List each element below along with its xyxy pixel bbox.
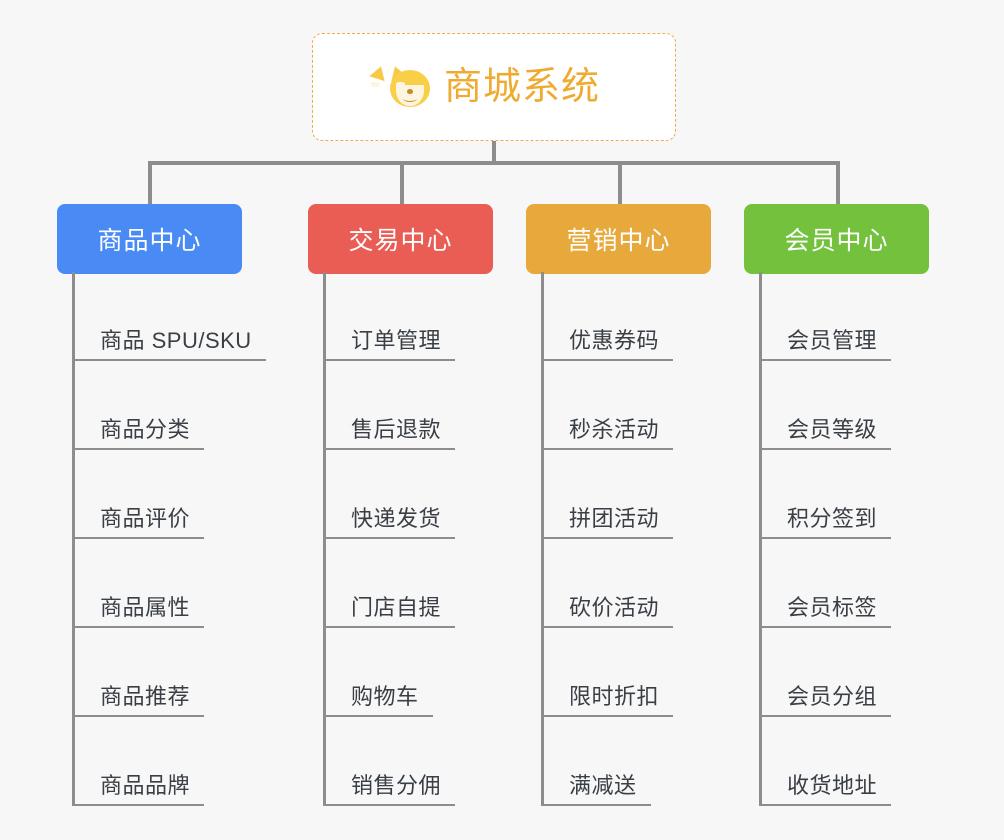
connector-bus bbox=[148, 161, 840, 165]
branch-spine-3 bbox=[759, 272, 762, 806]
connector-drop-4 bbox=[836, 161, 840, 204]
leaf-label: 砍价活动 bbox=[569, 594, 660, 620]
branch-header-label-3: 会员中心 bbox=[784, 227, 889, 255]
leaf-item[interactable]: 拼团活动 bbox=[541, 450, 674, 539]
leaf-item[interactable]: 满减送 bbox=[541, 717, 651, 806]
leaf-label: 收货地址 bbox=[787, 772, 878, 798]
leaf-item[interactable]: 积分签到 bbox=[759, 450, 892, 539]
leaf-item[interactable]: 秒杀活动 bbox=[541, 361, 674, 450]
leaf-item[interactable]: 会员等级 bbox=[759, 361, 892, 450]
leaf-label: 商品推荐 bbox=[100, 683, 191, 709]
connector-drop-1 bbox=[148, 161, 152, 204]
branch-spine-0 bbox=[72, 272, 75, 806]
leaf-label: 门店自提 bbox=[351, 594, 442, 620]
leaf-item[interactable]: 会员标签 bbox=[759, 539, 892, 628]
connector-root-stem bbox=[492, 141, 496, 163]
leaf-item[interactable]: 商品分类 bbox=[72, 361, 205, 450]
leaf-label: 售后退款 bbox=[351, 416, 442, 442]
leaf-label: 商品属性 bbox=[100, 594, 191, 620]
leaf-label: 满减送 bbox=[569, 772, 637, 798]
leaf-item[interactable]: 商品 SPU/SKU bbox=[72, 272, 266, 361]
shiba-dog-face-icon bbox=[369, 63, 432, 109]
leaf-item[interactable]: 商品推荐 bbox=[72, 628, 205, 717]
branch-spine-2 bbox=[541, 272, 544, 806]
branch-header-1[interactable]: 交易中心 bbox=[308, 204, 493, 274]
leaf-label: 商品评价 bbox=[100, 505, 191, 531]
leaf-label: 会员等级 bbox=[787, 416, 878, 442]
leaf-label: 商品 SPU/SKU bbox=[100, 327, 252, 353]
leaf-label: 拼团活动 bbox=[569, 505, 660, 531]
leaf-label: 商品品牌 bbox=[100, 772, 191, 798]
branch-header-label-2: 营销中心 bbox=[566, 227, 671, 255]
leaf-item[interactable]: 收货地址 bbox=[759, 717, 892, 806]
root-node-shopping-mall-system[interactable]: 商城系统 bbox=[312, 33, 676, 141]
branch-header-label-0: 商品中心 bbox=[97, 227, 202, 255]
leaf-label: 订单管理 bbox=[351, 327, 442, 353]
leaf-item[interactable]: 限时折扣 bbox=[541, 628, 674, 717]
leaf-label: 秒杀活动 bbox=[569, 416, 660, 442]
leaf-label: 销售分佣 bbox=[351, 772, 442, 798]
leaf-item[interactable]: 门店自提 bbox=[323, 539, 456, 628]
branch-header-2[interactable]: 营销中心 bbox=[526, 204, 711, 274]
leaf-item[interactable]: 商品属性 bbox=[72, 539, 205, 628]
leaf-item[interactable]: 购物车 bbox=[323, 628, 433, 717]
branch-spine-1 bbox=[323, 272, 326, 806]
connector-drop-3 bbox=[618, 161, 622, 204]
leaf-item[interactable]: 销售分佣 bbox=[323, 717, 456, 806]
leaf-item[interactable]: 会员管理 bbox=[759, 272, 892, 361]
leaf-label: 会员管理 bbox=[787, 327, 878, 353]
leaf-label: 积分签到 bbox=[787, 505, 878, 531]
leaf-item[interactable]: 优惠券码 bbox=[541, 272, 674, 361]
leaf-label: 购物车 bbox=[351, 683, 419, 709]
leaf-label: 会员分组 bbox=[787, 683, 878, 709]
branch-header-3[interactable]: 会员中心 bbox=[744, 204, 929, 274]
leaf-item[interactable]: 快递发货 bbox=[323, 450, 456, 539]
root-title: 商城系统 bbox=[443, 66, 600, 108]
leaf-label: 快递发货 bbox=[351, 505, 442, 531]
leaf-item[interactable]: 订单管理 bbox=[323, 272, 456, 361]
leaf-label: 会员标签 bbox=[787, 594, 878, 620]
branch-header-0[interactable]: 商品中心 bbox=[57, 204, 242, 274]
leaf-item[interactable]: 会员分组 bbox=[759, 628, 892, 717]
leaf-label: 优惠券码 bbox=[569, 327, 660, 353]
leaf-item[interactable]: 售后退款 bbox=[323, 361, 456, 450]
branch-header-label-1: 交易中心 bbox=[348, 227, 453, 255]
leaf-item[interactable]: 商品品牌 bbox=[72, 717, 205, 806]
leaf-item[interactable]: 商品评价 bbox=[72, 450, 205, 539]
leaf-label: 商品分类 bbox=[100, 416, 191, 442]
leaf-label: 限时折扣 bbox=[569, 683, 660, 709]
connector-drop-2 bbox=[400, 161, 404, 204]
leaf-item[interactable]: 砍价活动 bbox=[541, 539, 674, 628]
